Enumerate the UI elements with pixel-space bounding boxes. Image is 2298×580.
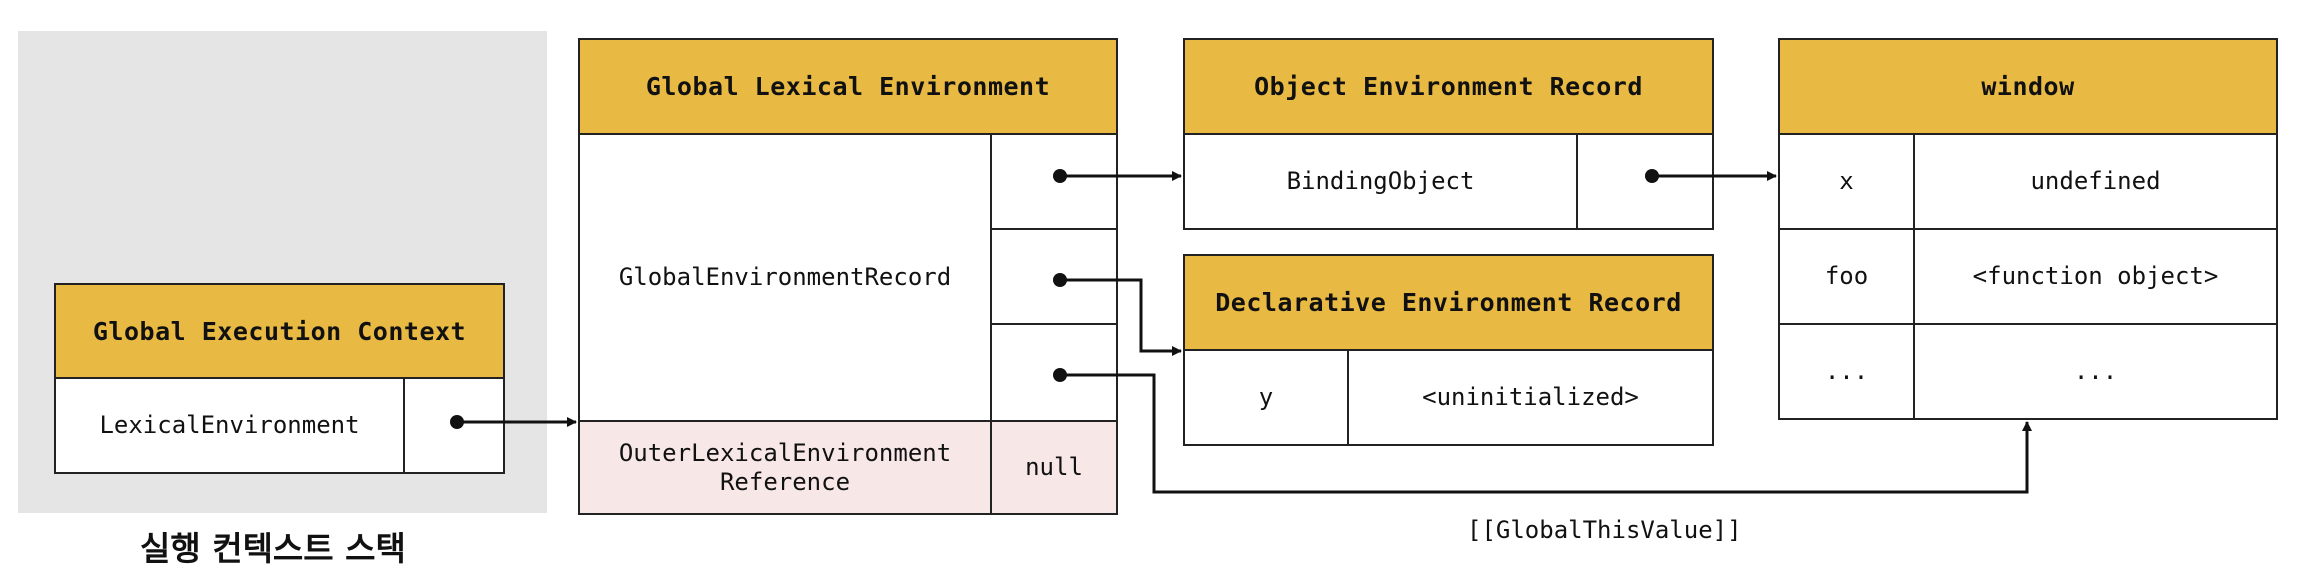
- window-property-value: ...: [1913, 323, 2278, 420]
- lexical-environment-label: LexicalEnvironment: [54, 377, 405, 474]
- window-property-value: undefined: [1913, 133, 2278, 230]
- window-property-value: <function object>: [1913, 228, 2278, 325]
- outer-reference-null-value: null: [990, 420, 1118, 515]
- window-property-name: x: [1778, 133, 1915, 230]
- window-property-name: foo: [1778, 228, 1915, 325]
- binding-object-label: BindingObject: [1183, 133, 1578, 230]
- stack-caption: 실행 컨텍스트 스택: [140, 529, 406, 568]
- lexical-environment-pointer-cell: [403, 377, 505, 474]
- object-environment-record-title: Object Environment Record: [1183, 38, 1714, 135]
- global-this-value-label: [[GlobalThisValue]]: [1467, 516, 1742, 544]
- declarative-record-pointer-cell: [990, 228, 1118, 325]
- global-lexical-environment-title: Global Lexical Environment: [578, 38, 1118, 135]
- global-environment-record-label: GlobalEnvironmentRecord: [578, 133, 992, 422]
- global-this-pointer-cell: [990, 323, 1118, 422]
- declarative-environment-record-title: Declarative Environment Record: [1183, 254, 1714, 351]
- window-object-title: window: [1778, 38, 2278, 135]
- window-property-name: ...: [1778, 323, 1915, 420]
- declarative-binding-name: y: [1183, 349, 1349, 446]
- object-record-pointer-cell: [990, 133, 1118, 230]
- global-execution-context-title: Global Execution Context: [54, 283, 505, 379]
- binding-object-pointer-cell: [1576, 133, 1714, 230]
- declarative-binding-value: <uninitialized>: [1347, 349, 1714, 446]
- outer-lexical-environment-reference-label: OuterLexicalEnvironment Reference: [578, 420, 992, 515]
